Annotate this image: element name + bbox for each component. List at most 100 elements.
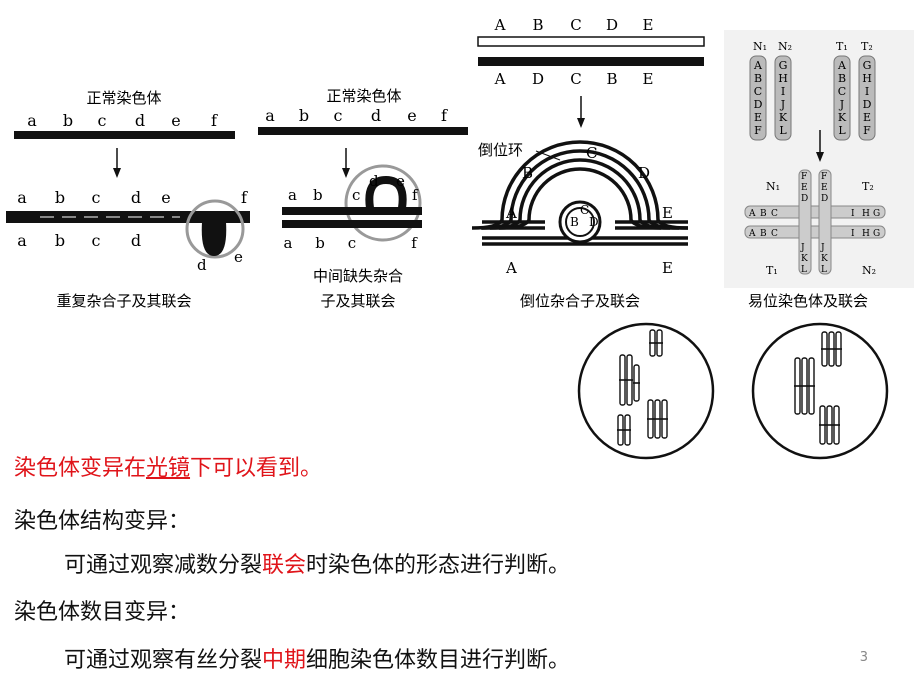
inv-bot-A: A: [494, 70, 506, 88]
del-loop-letter-d: d: [369, 172, 379, 190]
del-caption-line1: 中间缺失杂合: [313, 267, 403, 285]
cell-left: [577, 322, 715, 460]
svg-text:N₂: N₂: [862, 264, 876, 277]
arrow-down-icon: [577, 118, 585, 128]
text-line-5: 可通过观察有丝分裂中期细胞染色体数目进行判断。: [64, 646, 570, 676]
trans-t2-I: I: [865, 85, 869, 98]
trans-t2-G: G: [863, 59, 872, 72]
del-loop: [365, 175, 407, 209]
l3-part-a: 可通过观察减数分裂: [64, 553, 263, 578]
trans-label-T2: T₂: [861, 40, 873, 53]
svg-text:c: c: [352, 186, 360, 204]
l3-keyword-synapsis: 联会: [262, 553, 307, 578]
inv-top-E: E: [643, 16, 654, 34]
del-loop-letter-e: e: [396, 172, 405, 190]
trans-n2-G: G: [779, 59, 788, 72]
trans-n1-F: F: [754, 124, 762, 137]
trans-t1-L: L: [838, 124, 846, 137]
svg-text:L: L: [821, 265, 827, 275]
svg-text:b: b: [313, 186, 323, 204]
svg-text:G: G: [873, 209, 880, 219]
del-normal-label: 正常染色体: [326, 87, 401, 105]
l1-part-c: 下可以看到。: [190, 456, 323, 481]
dup-top-d: d: [135, 111, 145, 130]
dup-bot-c: c: [92, 231, 101, 250]
trans-label-N1: N₁: [753, 40, 767, 53]
arrow-down-icon: [113, 168, 121, 178]
svg-text:F: F: [821, 172, 827, 182]
inv-loop-A: A: [505, 204, 517, 222]
inv-caption: 倒位杂合子及联会: [520, 292, 640, 310]
trans-t2-F: F: [863, 124, 871, 137]
dup-mid-a: a: [17, 188, 27, 207]
inv-center-D: D: [589, 215, 599, 229]
svg-text:E: E: [662, 259, 673, 277]
del-top-c: c: [334, 106, 343, 125]
inv-loop-C: C: [586, 144, 597, 162]
del-bot-b: b: [315, 234, 325, 252]
del-paired-chromosomes: [282, 220, 422, 228]
l5-part-a: 可通过观察有丝分裂: [64, 648, 263, 673]
dup-normal-label: 正常染色体: [86, 89, 161, 107]
dup-mid-b: b: [55, 188, 65, 207]
trans-n1-A: A: [753, 59, 763, 72]
inv-top-A: A: [494, 16, 506, 34]
svg-text:C: C: [771, 229, 778, 239]
inv-loop-D: D: [638, 164, 650, 182]
trans-n2-K: K: [779, 111, 788, 124]
svg-text:D: D: [801, 194, 808, 204]
svg-text:C: C: [771, 209, 778, 219]
svg-text:T₁: T₁: [766, 264, 778, 277]
trans-t2-D: D: [863, 98, 872, 111]
svg-text:E: E: [801, 183, 808, 193]
svg-text:I: I: [851, 229, 855, 239]
inv-center-C: C: [580, 203, 589, 217]
dup-loop-circle: [185, 199, 245, 259]
inversion-loop: [471, 140, 689, 246]
del-normal-chromosome: [258, 127, 468, 135]
l5-part-c: 细胞染色体数目进行判断。: [306, 648, 571, 673]
inv-normal-chromosome: [477, 36, 705, 47]
dup-mid-e: e: [161, 188, 170, 207]
svg-text:H: H: [862, 209, 870, 219]
text-line-4: 染色体数目变异：: [14, 600, 191, 625]
trans-t1-K: K: [838, 111, 847, 124]
trans-n1-D: D: [754, 98, 763, 111]
del-top-e: e: [407, 106, 416, 125]
svg-text:K: K: [821, 254, 828, 264]
dup-mid-f: f: [241, 188, 248, 207]
svg-text:H: H: [862, 229, 870, 239]
cell-right: [751, 322, 889, 460]
svg-text:N₁: N₁: [766, 180, 780, 193]
del-top-b: b: [299, 106, 309, 125]
del-top-f: f: [441, 106, 448, 125]
trans-t1-J: J: [839, 98, 844, 111]
arrow-down-icon: [342, 168, 350, 178]
svg-text:K: K: [801, 254, 808, 264]
dup-top-b: b: [63, 111, 73, 130]
dup-caption: 重复杂合子及其联会: [56, 292, 191, 310]
trans-n2-L: L: [779, 124, 787, 137]
l1-keyword-light-microscope: 光镜: [146, 456, 191, 481]
svg-text:I: I: [851, 209, 855, 219]
del-bot-c: c: [348, 234, 356, 252]
text-line-2: 染色体结构变异：: [14, 509, 191, 534]
svg-text:a: a: [288, 186, 297, 204]
svg-text:A: A: [505, 259, 517, 277]
inv-top-D: D: [606, 16, 618, 34]
trans-n1-B: B: [754, 72, 762, 85]
trans-label-T1: T₁: [836, 40, 848, 53]
dup-loop-letter-e: e: [234, 248, 243, 266]
l5-keyword-metaphase: 中期: [262, 648, 307, 673]
l3-part-c: 时染色体的形态进行判断。: [306, 553, 571, 578]
svg-text:G: G: [873, 229, 880, 239]
trans-n2-J: J: [780, 98, 785, 111]
dup-top-e: e: [171, 111, 180, 130]
svg-text:B: B: [760, 229, 767, 239]
svg-text:J: J: [820, 243, 825, 253]
